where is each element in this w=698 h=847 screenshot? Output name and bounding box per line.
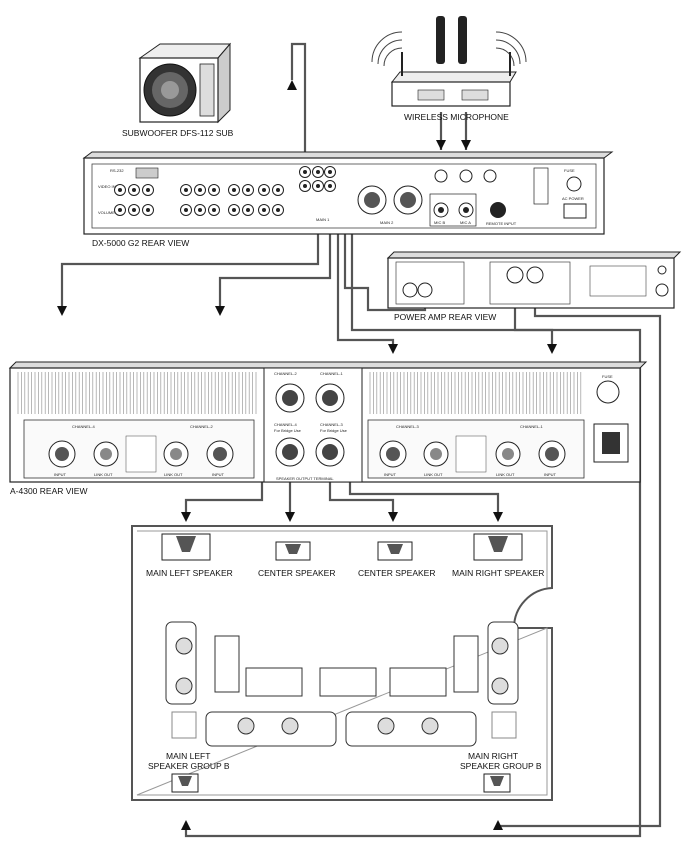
center-speaker-2: [377, 541, 413, 561]
amp-terminal-ch1-label: CHANNEL-1: [320, 371, 343, 376]
mixer-main-1-label: MAIN 1: [316, 217, 330, 222]
room: MAIN LEFT SPEAKER CENTER SPEAKER CENTER …: [131, 525, 553, 801]
amp-fuse-label: FUSE: [602, 374, 613, 379]
amp-input-label-3: INPUT: [384, 472, 397, 477]
amp-ch1-label: CHANNEL-1: [520, 424, 543, 429]
main-left-group-b-speaker: [171, 773, 199, 793]
mixer-remote-input-label: REMOTE INPUT: [486, 221, 517, 226]
main-right-group-b-speaker: [483, 773, 511, 793]
mixer-mic-b-label: MIC B: [434, 220, 445, 225]
a4300-device: CHANNEL-4 CHANNEL-2 INPUT LINK OUT LINK …: [8, 361, 648, 496]
wire-mixer-to-ch2: [218, 228, 332, 312]
wireless-mic-device: WIRELESS MICROPHONE: [371, 16, 527, 122]
amp-linkout-label-1: LINK OUT: [496, 472, 515, 477]
speaker-label-center-2: CENTER SPEAKER: [358, 568, 435, 578]
amp-terminal-ch3-label: CHANNEL-3: [320, 422, 343, 427]
center-speaker-1: [275, 541, 311, 561]
mixer-rs232-label: RS-232: [110, 168, 124, 173]
amp-input-label-1: INPUT: [544, 472, 557, 477]
mixer-volume-label: VOLUME: [98, 210, 115, 215]
wireless-mic-label: WIRELESS MICROPHONE: [404, 112, 509, 122]
mixer-ac-power-label: AC POWER: [562, 196, 584, 201]
amp-terminal-ch4-label: CHANNEL-4: [274, 422, 297, 427]
amp-terminal-label: SPEAKER OUTPUT TERMINAL: [276, 476, 334, 481]
mixer-mic-a-label: MIC A: [460, 220, 471, 225]
speaker-label-center-1: CENTER SPEAKER: [258, 568, 335, 578]
amp-ch3-label: CHANNEL-3: [396, 424, 419, 429]
power-amp-device: POWER AMP REAR VIEW: [386, 251, 682, 322]
power-amp-label: POWER AMP REAR VIEW: [394, 312, 496, 322]
main-right-speaker: [473, 533, 523, 561]
speaker-label-main-right: MAIN RIGHT SPEAKER: [452, 568, 544, 578]
amp-bridge-label-right: For Bridge Use: [320, 428, 348, 433]
amp-linkout-label-3: LINK OUT: [424, 472, 443, 477]
wire-poweramp-to-group-left: [184, 282, 642, 838]
mixer-main-2-label: MAIN 2: [380, 220, 394, 225]
main-left-speaker: [161, 533, 211, 561]
mixer-video-input-label: VIDEO INPUT: [98, 184, 124, 189]
mixer-label: DX-5000 G2 REAR VIEW: [92, 238, 189, 248]
group-left-line1: MAIN LEFT: [166, 751, 210, 761]
mixer-fuse-label: FUSE: [564, 168, 575, 173]
mixer-device: RS-232 VIDEO INPUT VOLUME MAIN 2 MAIN 1 …: [82, 151, 614, 248]
wire-mixer-to-ch4: [60, 228, 320, 312]
amp-linkout-label-4: LINK OUT: [94, 472, 113, 477]
group-right-line2: SPEAKER GROUP B: [460, 761, 542, 771]
group-right-line1: MAIN RIGHT: [468, 751, 518, 761]
amp-linkout-label-2: LINK OUT: [164, 472, 183, 477]
wire-mixer-to-subwoofer: [290, 42, 307, 160]
amp-ch2-label: CHANNEL-2: [190, 424, 213, 429]
amp-input-label-4: INPUT: [54, 472, 67, 477]
subwoofer-device: SUBWOOFER DFS-112 SUB: [122, 42, 234, 138]
amp-label: A-4300 REAR VIEW: [10, 486, 87, 496]
wire-mixer-to-ch1: [350, 228, 554, 350]
amp-bridge-label-left: For Bridge Use: [274, 428, 302, 433]
amp-ch4-label: CHANNEL-4: [72, 424, 95, 429]
amp-terminal-ch2-label: CHANNEL-2: [274, 371, 297, 376]
subwoofer-label: SUBWOOFER DFS-112 SUB: [122, 128, 234, 138]
group-left-line2: SPEAKER GROUP B: [148, 761, 230, 771]
speaker-label-main-left: MAIN LEFT SPEAKER: [146, 568, 233, 578]
amp-input-label-2: INPUT: [212, 472, 225, 477]
